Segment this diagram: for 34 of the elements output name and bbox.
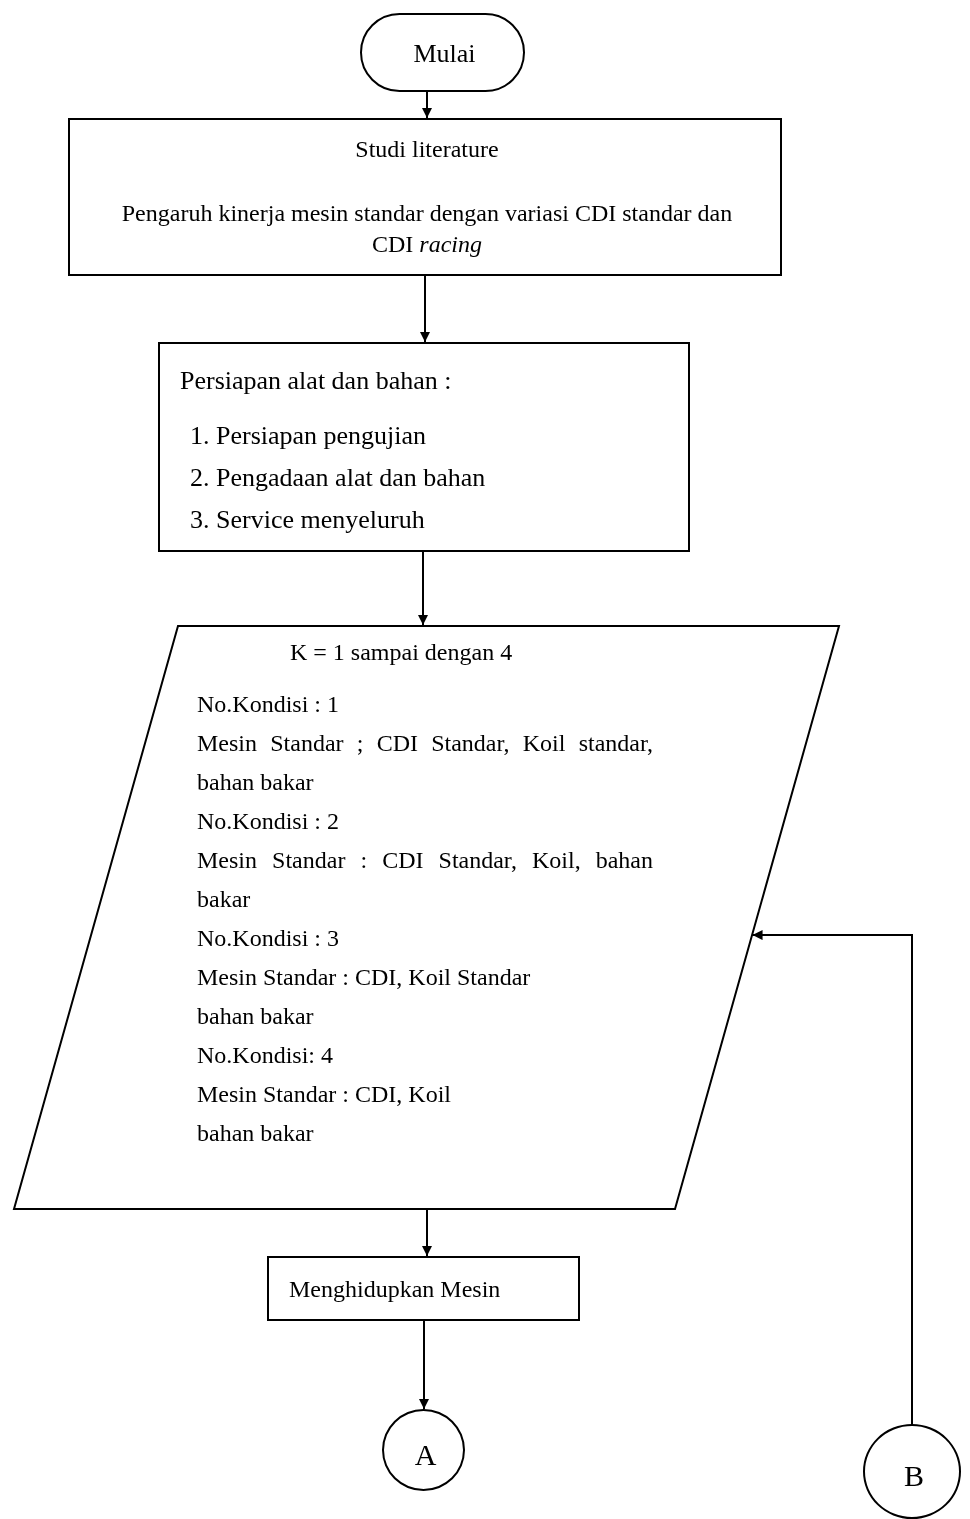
process-box — [68, 118, 782, 276]
process-box — [158, 342, 690, 552]
arrow — [418, 551, 428, 626]
condition-description: Mesin Standar ; CDI Standar, Koil standar, bahan bakar — [197, 729, 653, 797]
condition-heading: K = 1 sampai dengan 4 — [290, 638, 513, 667]
arrow — [422, 1209, 432, 1257]
step-label: Menghidupkan Mesin — [289, 1275, 502, 1304]
condition-description: Mesin Standar : CDI, Koil — [197, 1080, 452, 1109]
list-item: 1. Persiapan pengujian — [190, 420, 428, 452]
step-label: Studi literature — [354, 135, 500, 164]
condition-description: bahan bakar — [197, 1119, 315, 1148]
list-item: 2. Pengadaan alat dan bahan — [190, 462, 487, 494]
connector-label: B — [903, 1458, 925, 1494]
condition-description: No.Kondisi: 4 — [197, 1041, 334, 1070]
input-parallelogram — [13, 625, 840, 1210]
connector-circle — [382, 1409, 465, 1491]
list-item: 3. Service menyeluruh — [190, 504, 426, 536]
condition-description: Mesin Standar : CDI Standar, Koil, bahan bakar — [197, 846, 653, 914]
arrow — [422, 91, 432, 119]
start-terminal — [360, 13, 525, 92]
condition-number: No.Kondisi : 3 — [197, 924, 340, 953]
condition-description: Mesin Standar : CDI, Koil Standar — [197, 963, 532, 992]
step-label: Pengaruh kinerja mesin standar dengan variasi CDI standar dan CDI racing — [120, 199, 734, 260]
step-label: Persiapan alat dan bahan : — [180, 365, 453, 397]
connector-label: A — [413, 1437, 438, 1473]
step-label: Mulai — [412, 38, 477, 70]
arrow — [419, 1320, 429, 1410]
process-box — [267, 1256, 580, 1321]
arrow — [751, 930, 913, 1425]
condition-number: No.Kondisi : 2 — [197, 807, 340, 836]
condition-number: No.Kondisi : 1 — [197, 690, 340, 719]
condition-description: bahan bakar — [197, 1002, 315, 1031]
arrow — [420, 275, 430, 343]
connector-circle — [863, 1424, 961, 1519]
